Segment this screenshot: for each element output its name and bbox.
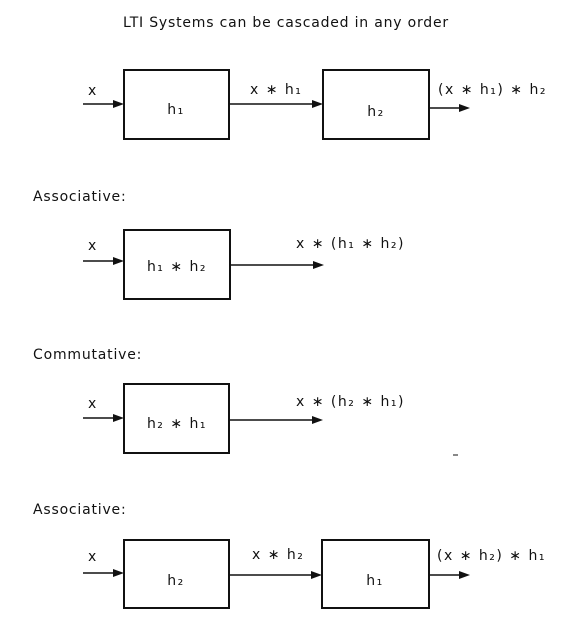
block-h1: [321, 539, 430, 609]
middle-arrowhead: [312, 100, 323, 108]
associative-row: x h₁ ∗ h₂ x ∗ (h₁ ∗ h₂): [83, 229, 405, 300]
output-signal-label: (x ∗ h₁) ∗ h₂: [438, 82, 547, 98]
block-h1-label: h₁: [167, 102, 185, 118]
output-arrowhead: [459, 104, 470, 112]
input-arrowhead: [113, 257, 124, 265]
block-h1-h2-label: h₁ ∗ h₂: [147, 259, 207, 275]
input-arrowhead: [113, 100, 124, 108]
block-h2-label: h₂: [367, 104, 385, 120]
block-h2: [123, 539, 230, 609]
input-label: x: [88, 238, 98, 254]
block-h2-h1-label: h₂ ∗ h₁: [147, 416, 207, 432]
associative-heading: Associative:: [33, 189, 127, 205]
block-h1-h2: [123, 229, 231, 300]
output-arrowhead: [459, 571, 470, 579]
block-h2: [322, 69, 430, 140]
block-h1-label: h₁: [366, 573, 384, 589]
commutative-heading: Commutative:: [33, 347, 142, 363]
input-arrowhead: [113, 569, 124, 577]
input-label: x: [88, 83, 98, 99]
input-label: x: [88, 396, 98, 412]
cascade-row-2: x h₂ x ∗ h₂ h₁ (x ∗ h₂) ∗ h₁: [83, 539, 546, 609]
middle-signal-label: x ∗ h₁: [250, 82, 302, 98]
block-h2-label: h₂: [167, 573, 185, 589]
output-arrowhead: [313, 261, 324, 269]
cascade-row-1: x h₁ x ∗ h₁ h₂ (x ∗ h₁) ∗ h₂: [83, 69, 547, 140]
associative-heading-2: Associative:: [33, 502, 127, 518]
input-arrowhead: [113, 414, 124, 422]
diagram-title: LTI Systems can be cascaded in any order: [123, 15, 449, 31]
commutative-row: x h₂ ∗ h₁ x ∗ (h₂ ∗ h₁): [83, 383, 405, 454]
input-label: x: [88, 549, 98, 565]
middle-arrowhead: [311, 571, 322, 579]
block-h2-h1: [123, 383, 230, 454]
output-signal-label: x ∗ (h₂ ∗ h₁): [296, 394, 405, 410]
output-arrowhead: [312, 416, 323, 424]
output-signal-label: x ∗ (h₁ ∗ h₂): [296, 236, 405, 252]
output-signal-label: (x ∗ h₂) ∗ h₁: [437, 548, 546, 564]
middle-signal-label: x ∗ h₂: [252, 547, 304, 563]
